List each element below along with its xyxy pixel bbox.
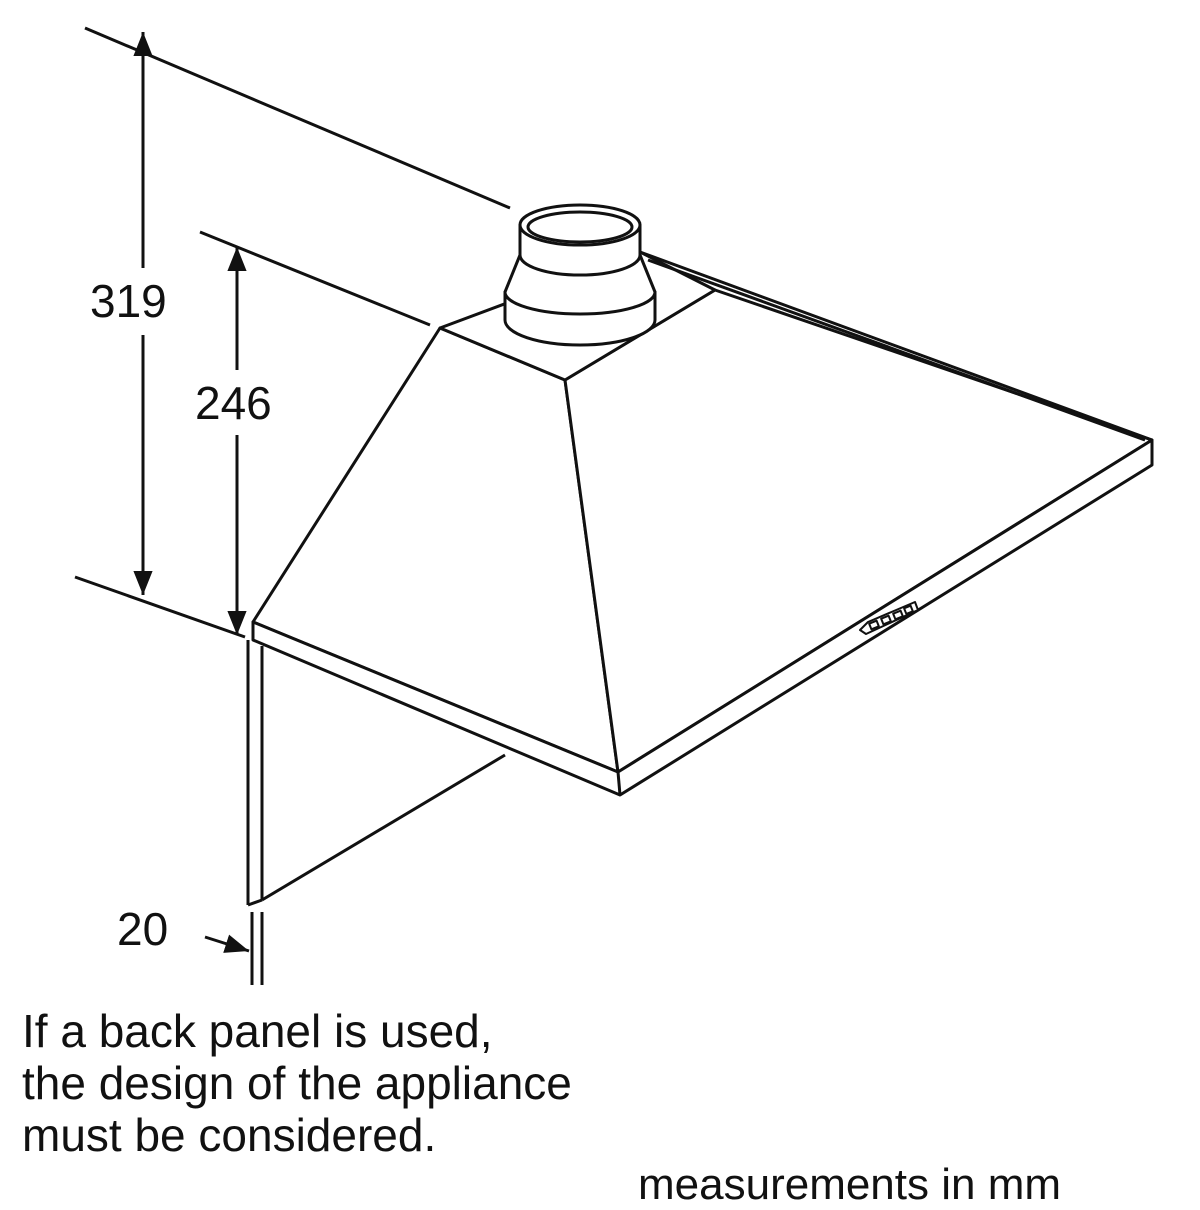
control-panel	[859, 601, 919, 635]
note-line: the design of the appliance	[22, 1057, 572, 1109]
note-line: If a back panel is used,	[22, 1005, 493, 1057]
back-panel-note: If a back panel is used, the design of t…	[22, 1005, 572, 1161]
back-panel	[246, 640, 506, 907]
dimension-246-label: 246	[195, 377, 272, 429]
units-label: measurements in mm	[638, 1160, 1062, 1209]
chimney-connector	[503, 203, 657, 347]
note-line: must be considered.	[22, 1109, 437, 1161]
dimension-319-label: 319	[90, 275, 167, 327]
dimension-20-label: 20	[117, 903, 169, 955]
panel-thickness-marker	[204, 912, 264, 985]
hood-body	[251, 250, 1154, 797]
